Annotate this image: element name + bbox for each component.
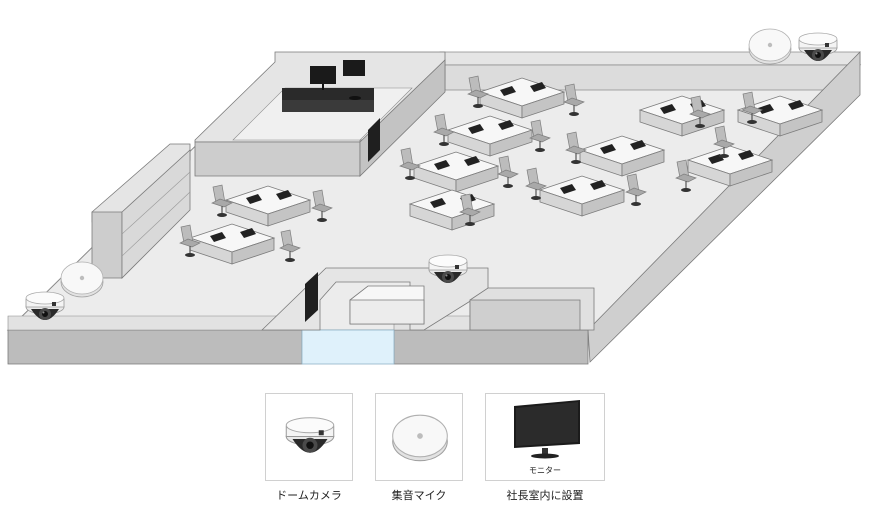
legend-camera bbox=[265, 393, 353, 481]
microphone-icon bbox=[748, 28, 792, 65]
monitor-icon bbox=[514, 400, 580, 459]
shelves bbox=[91, 143, 191, 279]
monitor-caption: モニター bbox=[529, 466, 561, 475]
legend-monitor: モニター bbox=[485, 393, 605, 481]
legend-microphone-label: 集音マイク bbox=[391, 489, 447, 502]
meeting-room bbox=[261, 267, 595, 331]
legend-camera-label: ドームカメラ bbox=[276, 489, 342, 502]
microphone-icon bbox=[392, 414, 448, 462]
president-room bbox=[194, 51, 446, 177]
legend-microphone bbox=[375, 393, 463, 481]
entrance bbox=[301, 329, 395, 365]
microphone-icon bbox=[60, 261, 104, 298]
legend-monitor-label: 社長室内に設置 bbox=[506, 489, 584, 502]
dome-camera-icon bbox=[285, 417, 335, 453]
